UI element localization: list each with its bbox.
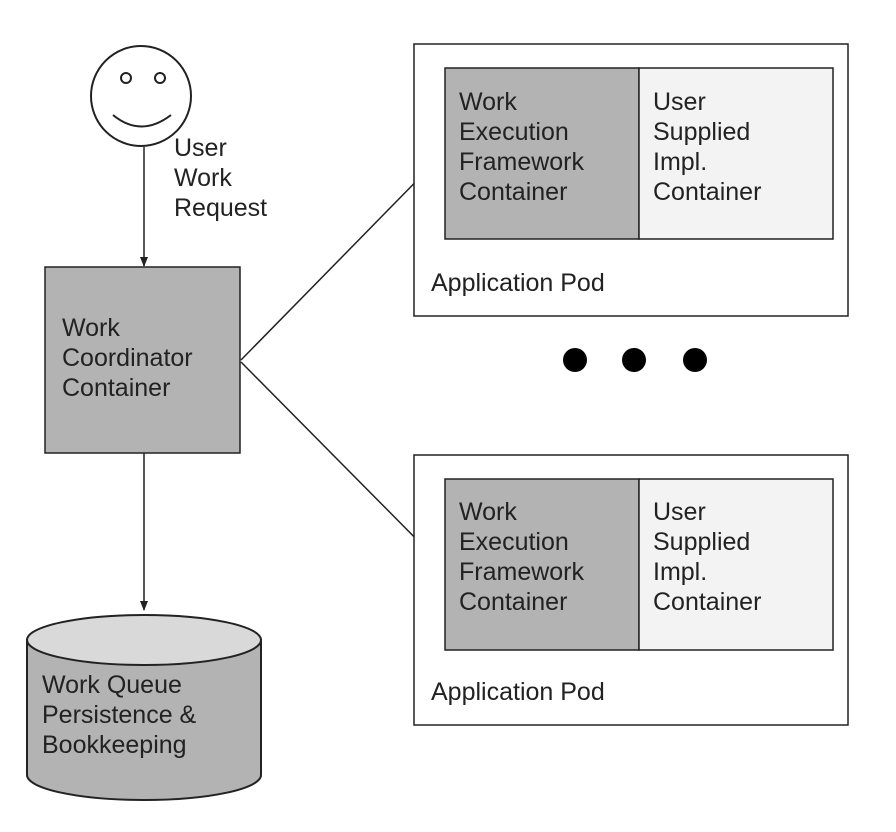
ellipsis-dots: [563, 348, 707, 372]
impl-container-2: [638, 478, 834, 651]
impl-container-1: [638, 67, 834, 240]
framework-container-2: [444, 478, 640, 651]
application-pod-1-label: Application Pod: [431, 269, 605, 297]
queue-label: Work Queue Persistence & Bookkeeping: [42, 671, 197, 759]
coordinator-label: Work Coordinator Container: [62, 314, 193, 402]
impl-container-2-label: User Supplied Impl. Container: [653, 498, 762, 616]
user-work-request-label: User Work Request: [174, 134, 268, 222]
framework-container-1-label: Work Execution Framework Container: [459, 88, 585, 206]
coordinator-box: [44, 266, 241, 454]
application-pod-2-label: Application Pod: [431, 678, 605, 706]
arrow-coordinator-to-pod-2: [240, 361, 444, 567]
queue-cylinder: [26, 614, 262, 801]
arrow-coordinator-to-pod-1: [240, 153, 444, 361]
impl-container-1-label: User Supplied Impl. Container: [653, 88, 762, 206]
framework-container-1: [444, 67, 640, 240]
framework-container-2-label: Work Execution Framework Container: [459, 498, 585, 616]
user-smiley-icon: [90, 45, 192, 147]
